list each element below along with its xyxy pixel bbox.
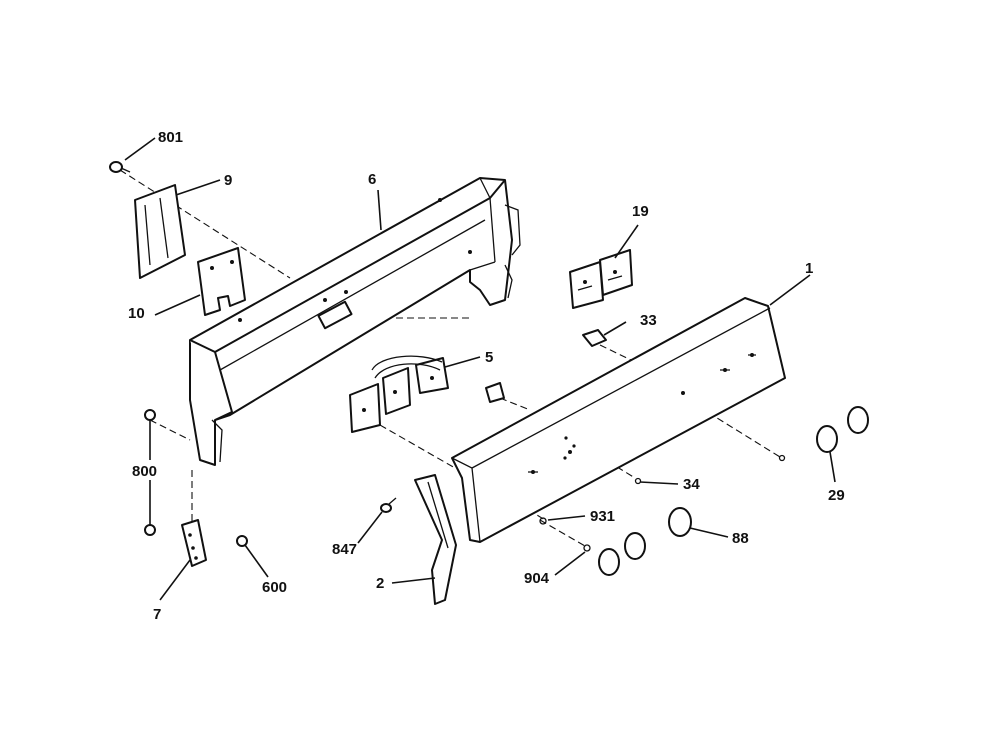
leader-lines — [124, 137, 836, 601]
backguard-6 — [189, 177, 521, 466]
callout-9: 9 — [224, 172, 232, 189]
callout-10: 10 — [128, 305, 145, 322]
callout-931: 931 — [590, 508, 615, 525]
callout-801: 801 — [158, 129, 183, 146]
callout-600: 600 — [262, 579, 287, 596]
switches-19 — [569, 249, 633, 309]
plug-part — [485, 382, 505, 403]
hole-34 — [634, 454, 786, 485]
callout-5: 5 — [485, 349, 493, 366]
bracket-9 — [134, 184, 186, 279]
screw-847 — [380, 497, 397, 513]
callout-800: 800 — [132, 463, 157, 480]
callout-2: 2 — [376, 575, 384, 592]
callout-88: 88 — [732, 530, 749, 547]
screw-801 — [109, 161, 131, 173]
component-33 — [582, 329, 607, 347]
callout-847: 847 — [332, 541, 357, 558]
callout-33: 33 — [640, 312, 657, 329]
knobs-29 — [816, 406, 869, 453]
control-assembly-5 — [349, 355, 449, 433]
callout-34: 34 — [683, 476, 700, 493]
parts-931-904 — [539, 517, 591, 552]
control-panel-1 — [451, 297, 786, 543]
callout-6: 6 — [368, 171, 376, 188]
screw-600 — [236, 535, 248, 547]
bracket-7 — [181, 519, 207, 567]
callout-7: 7 — [153, 606, 161, 623]
callout-1: 1 — [805, 260, 813, 277]
bracket-2 — [414, 474, 457, 605]
knobs-88 — [598, 507, 692, 576]
plate-10 — [197, 247, 246, 316]
callout-904: 904 — [524, 570, 550, 587]
callout-labels: 801 9 6 10 19 1 33 5 800 34 29 931 88 84… — [128, 129, 845, 623]
callout-29: 29 — [828, 487, 845, 504]
callout-19: 19 — [632, 203, 649, 220]
